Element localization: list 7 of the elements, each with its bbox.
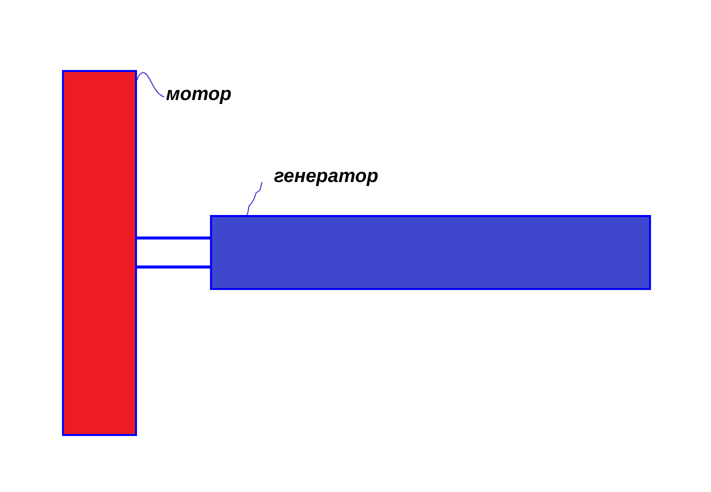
- part-label: мотор: [166, 84, 232, 105]
- shaft-connector: [136, 236, 212, 268]
- leader-line: [246, 182, 262, 216]
- part-label: генератор: [274, 166, 378, 187]
- motor-bar: [62, 70, 137, 436]
- generator-bar: [210, 215, 651, 290]
- leader-line: [136, 72, 164, 98]
